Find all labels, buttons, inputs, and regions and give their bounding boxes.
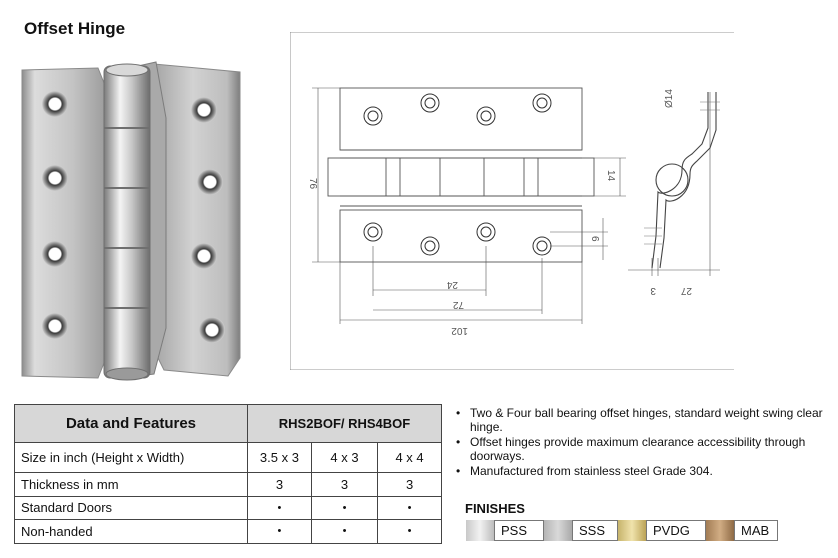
list-item: Two & Four ball bearing offset hinges, s… bbox=[456, 406, 838, 434]
page-title: Offset Hinge bbox=[24, 19, 126, 38]
table-cell: 4 x 4 bbox=[377, 442, 442, 473]
dim-3: 3 bbox=[650, 285, 656, 296]
finish-label-pvdg: PVDG bbox=[646, 520, 706, 541]
finishes-title: FINISHES bbox=[465, 501, 525, 516]
row-label: Standard Doors bbox=[14, 495, 248, 520]
table-cell: 3 bbox=[310, 472, 379, 497]
table-row: Standard Doors • • • bbox=[14, 495, 442, 520]
table-cell: 4 x 3 bbox=[310, 442, 379, 473]
finish-swatch-pss bbox=[466, 520, 494, 541]
table-cell: • bbox=[377, 495, 442, 520]
row-label: Size in inch (Height x Width) bbox=[14, 442, 248, 473]
table-row: Thickness in mm 3 3 3 bbox=[14, 472, 442, 497]
table-cell: • bbox=[247, 519, 312, 544]
finish-swatch-mab bbox=[706, 520, 734, 541]
table-cell: 3 bbox=[377, 472, 442, 497]
dim-102: 102 bbox=[451, 325, 468, 336]
hinge-side-profile bbox=[651, 92, 717, 269]
dim-diameter: Ø14 bbox=[664, 89, 675, 108]
dimension-labels: 76 14 6 24 72 102 Ø14 27 3 bbox=[307, 89, 692, 336]
technical-drawing: 76 14 6 24 72 102 Ø14 27 3 bbox=[290, 32, 734, 370]
table-cell: • bbox=[310, 519, 379, 544]
feature-list: Two & Four ball bearing offset hinges, s… bbox=[456, 406, 838, 479]
finish-label-sss: SSS bbox=[572, 520, 618, 541]
row-label: Thickness in mm bbox=[14, 472, 248, 497]
dim-knuckle: 14 bbox=[605, 170, 616, 182]
table-row: Size in inch (Height x Width) 3.5 x 3 4 … bbox=[14, 442, 442, 473]
dim-27: 27 bbox=[680, 285, 692, 296]
finish-label-mab: MAB bbox=[734, 520, 778, 541]
table-cell: 3 bbox=[247, 472, 312, 497]
table-row: Non-handed • • • bbox=[14, 519, 442, 544]
header-models: RHS2BOF/ RHS4BOF bbox=[247, 404, 442, 443]
table-cell: • bbox=[247, 495, 312, 520]
finishes-swatches: PSS SSS PVDG MAB bbox=[466, 520, 778, 541]
table-cell: • bbox=[310, 495, 379, 520]
table-cell: 3.5 x 3 bbox=[247, 442, 312, 473]
hinge-photo bbox=[21, 61, 241, 381]
dim-height: 76 bbox=[307, 178, 318, 190]
spec-table: Data and Features RHS2BOF/ RHS4BOF Size … bbox=[14, 404, 442, 544]
dim-72: 72 bbox=[452, 299, 464, 310]
list-item: Offset hinges provide maximum clearance … bbox=[456, 435, 838, 463]
dim-hole-offset: 6 bbox=[589, 236, 600, 242]
finish-swatch-sss bbox=[544, 520, 572, 541]
list-item: Manufactured from stainless steel Grade … bbox=[456, 464, 838, 478]
header-features: Data and Features bbox=[14, 404, 248, 443]
table-cell: • bbox=[377, 519, 442, 544]
dim-24: 24 bbox=[446, 279, 458, 290]
finish-label-pss: PSS bbox=[494, 520, 544, 541]
finish-swatch-pvdg bbox=[618, 520, 646, 541]
row-label: Non-handed bbox=[14, 519, 248, 544]
